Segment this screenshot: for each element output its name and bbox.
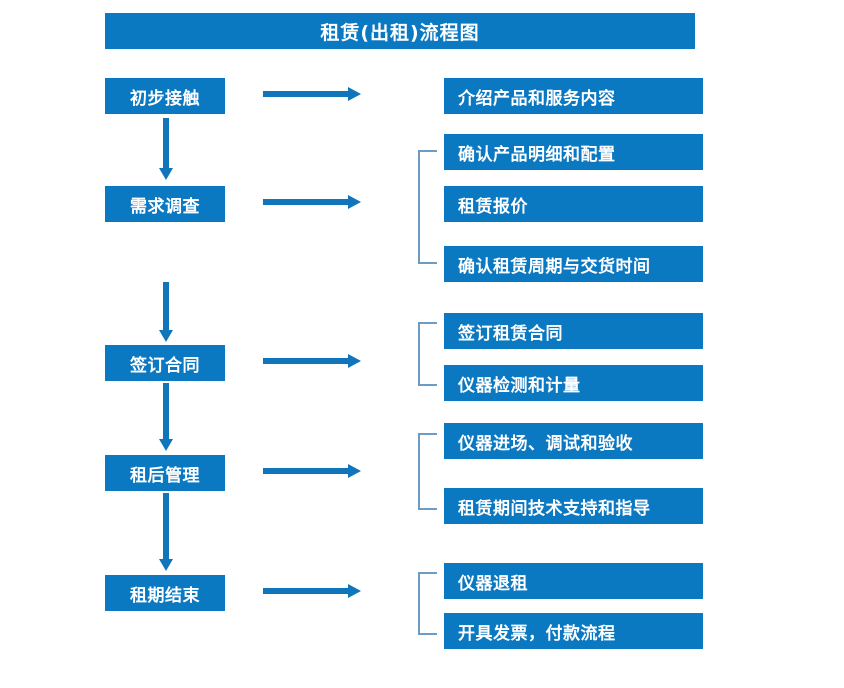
arrow-down-icon-1 [159, 118, 173, 180]
detail-box-instrument-inspection[interactable]: 仪器检测和计量 [444, 365, 703, 401]
bracket-connector-4 [418, 433, 437, 510]
arrow-head [159, 330, 173, 342]
arrow-shaft [263, 358, 349, 364]
arrow-right-icon-3 [263, 352, 361, 370]
arrow-head [159, 168, 173, 180]
arrow-shaft [163, 383, 169, 439]
arrow-shaft [163, 493, 169, 559]
arrow-head [348, 87, 361, 101]
stage-box-post-lease-management[interactable]: 租后管理 [105, 455, 225, 491]
arrow-head [348, 195, 361, 209]
detail-box-instrument-return[interactable]: 仪器退租 [444, 563, 703, 599]
bracket-connector-5 [418, 572, 437, 635]
arrow-head [348, 584, 361, 598]
arrow-head [159, 559, 173, 571]
detail-box-invoice-payment[interactable]: 开具发票，付款流程 [444, 613, 703, 649]
stage-box-needs-survey[interactable]: 需求调查 [105, 186, 225, 222]
detail-box-instrument-onsite-commissioning[interactable]: 仪器进场、调试和验收 [444, 423, 703, 459]
arrow-shaft [163, 282, 169, 330]
arrow-head [159, 439, 173, 451]
arrow-head [348, 354, 361, 368]
stage-box-sign-contract[interactable]: 签订合同 [105, 345, 225, 381]
detail-box-confirm-lease-period[interactable]: 确认租赁周期与交货时间 [444, 246, 703, 282]
arrow-down-icon-3 [159, 383, 173, 451]
detail-box-lease-quotation[interactable]: 租赁报价 [444, 186, 703, 222]
arrow-shaft [163, 118, 169, 168]
arrow-right-icon-4 [263, 462, 361, 480]
arrow-head [348, 464, 361, 478]
detail-box-introduce-products[interactable]: 介绍产品和服务内容 [444, 78, 703, 114]
arrow-shaft [263, 468, 349, 474]
bracket-connector-3 [418, 322, 437, 386]
detail-box-technical-support[interactable]: 租赁期间技术支持和指导 [444, 488, 703, 524]
bracket-connector-2 [418, 150, 437, 264]
arrow-down-icon-4 [159, 493, 173, 571]
page-title: 租赁(出租)流程图 [105, 13, 695, 49]
arrow-right-icon-5 [263, 582, 361, 600]
arrow-down-icon-2 [159, 282, 173, 342]
arrow-right-icon-2 [263, 193, 361, 211]
arrow-shaft [263, 91, 349, 97]
arrow-shaft [263, 588, 349, 594]
stage-box-lease-end[interactable]: 租期结束 [105, 575, 225, 611]
detail-box-sign-lease-agreement[interactable]: 签订租赁合同 [444, 313, 703, 349]
stage-box-initial-contact[interactable]: 初步接触 [105, 78, 225, 114]
detail-box-confirm-product-spec[interactable]: 确认产品明细和配置 [444, 134, 703, 170]
arrow-shaft [263, 199, 349, 205]
arrow-right-icon-1 [263, 85, 361, 103]
